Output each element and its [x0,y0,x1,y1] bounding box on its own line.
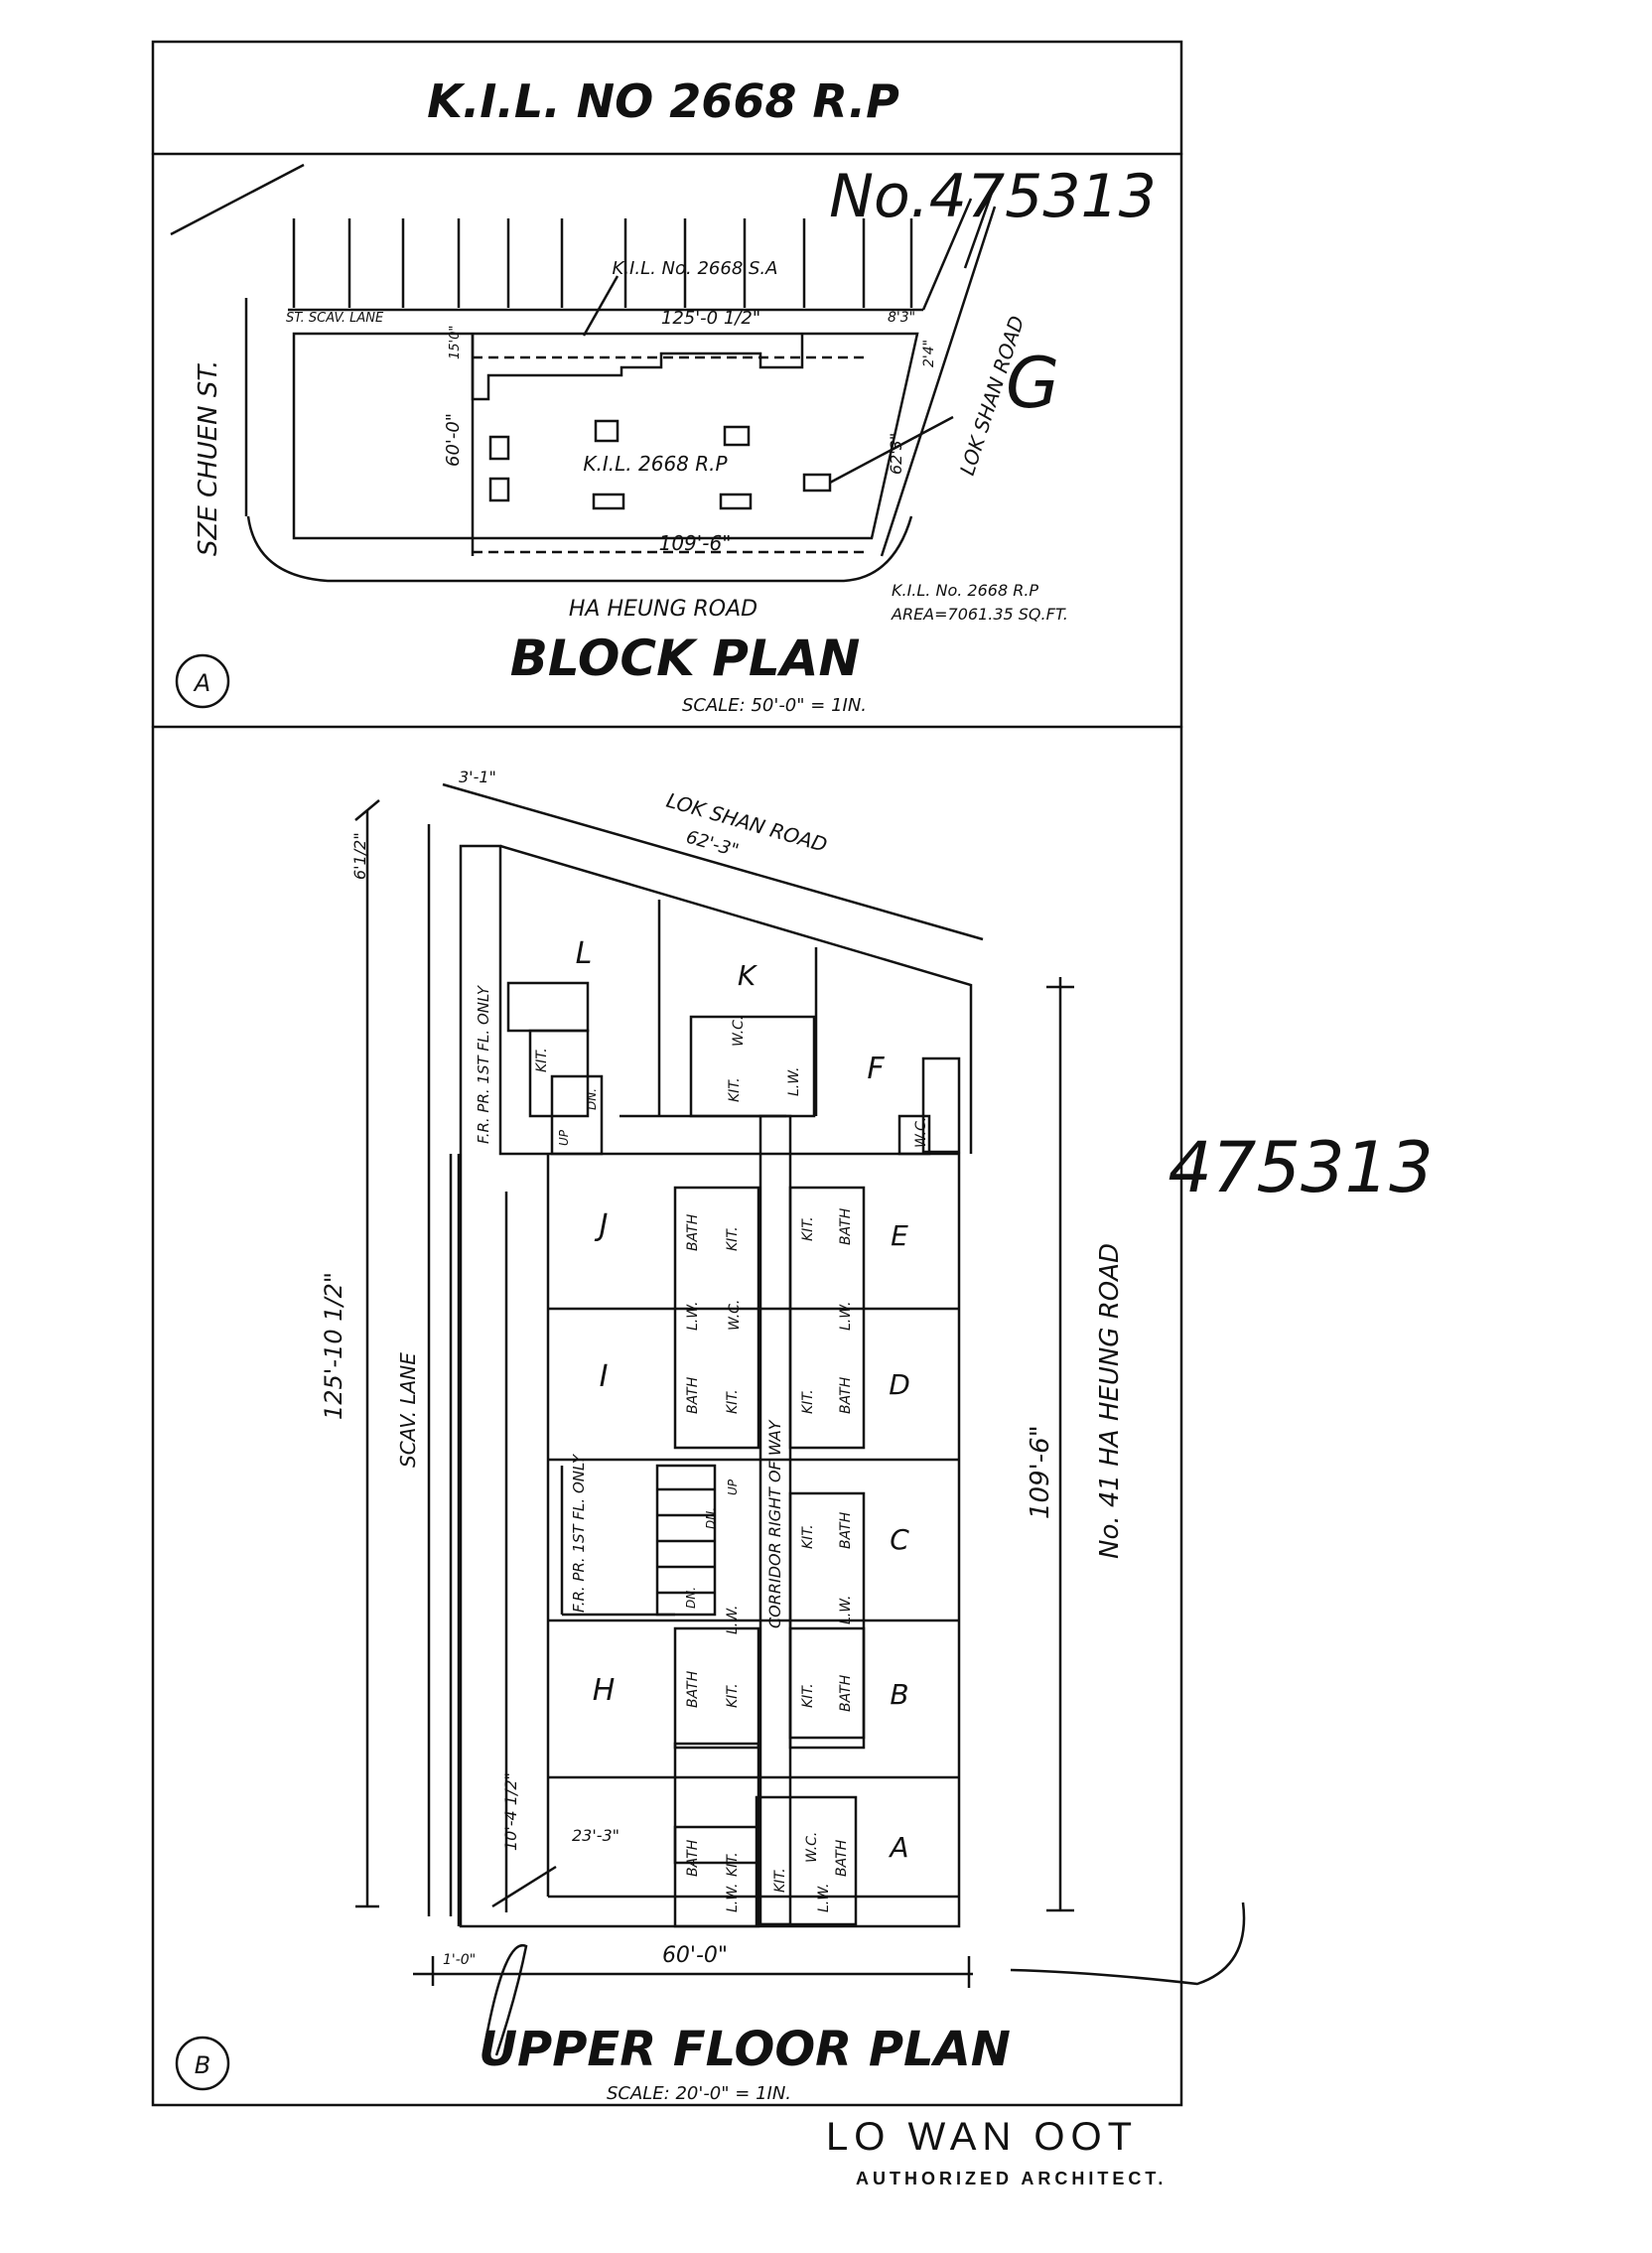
floor-dim-bottom-small: 1'-0" [443,1952,476,1968]
room-bath: BATH [685,1376,701,1414]
room-bath: BATH [838,1674,854,1712]
room-up: UP [726,1479,740,1495]
corridor-label: CORRIDOR RIGHT OF WAY [765,1419,784,1628]
unit-right: F [867,1052,885,1086]
block-scale: SCALE: 50'-0" = 1IN. [682,695,867,716]
floor-title: UPPER FLOOR PLAN [479,2022,1011,2077]
architect-stamp-name: LO WAN OOT [826,2115,1139,2159]
floor-dim-left: 125'-10 1/2" [320,1272,347,1420]
unit-right: K [738,959,758,992]
room-kit: KIT. [800,1216,816,1241]
floor-road-left: SCAV. LANE [396,1352,420,1468]
room-bath: BATH [838,1207,854,1245]
room-up: UP [557,1129,571,1146]
unit-right: E [891,1219,908,1252]
floor-dim-bottom-left: 10'-4 1/2" [501,1772,520,1851]
block-dim-left: 60'-0" [443,413,464,467]
room-bath: BATH [685,1670,701,1708]
room-bath: BATH [685,1213,701,1251]
block-lot-info: K.I.L. No. 2668 R.P [892,581,1038,600]
block-circle-label: A [193,669,210,697]
room-kit: KIT. [772,1868,788,1893]
floor-dim-bottom: 60'-0" [662,1943,728,1968]
block-title: BLOCK PLAN [510,630,861,687]
room-wc: W.C. [804,1832,820,1863]
block-dim-top: 125'-0 1/2" [661,308,760,329]
unit-left: L [576,936,593,971]
ref-number-side: 475313 [1168,1127,1433,1208]
room-kit: KIT. [725,1852,741,1877]
room-dn: DN. [684,1587,698,1609]
unit-right: A [888,1831,908,1864]
room-lw: L.W. [725,1884,741,1912]
room-wc: W.C. [913,1117,929,1148]
room-kit: KIT. [727,1077,743,1102]
room-kit: KIT. [800,1683,816,1708]
block-dim-right-small: 2'4" [921,340,937,367]
room-kit: KIT. [725,1226,741,1251]
room-kit: KIT. [800,1389,816,1414]
room-bath: BATH [834,1839,850,1877]
unit-right: D [889,1368,910,1401]
room-dn: DN. [704,1507,718,1529]
block-road-bottom: HA HEUNG ROAD [569,597,757,622]
block-area: AREA=7061.35 SQ.FT. [891,605,1068,624]
floor-circle [175,2036,230,2091]
block-dim-bottom: 109'-6" [659,531,732,555]
block-lane: ST. SCAV. LANE [286,311,384,326]
floor-plan [354,782,1246,2056]
floor-dim-top-small: 3'-1" [459,768,496,786]
room-kit: KIT. [725,1683,741,1708]
room-kit: KIT. [800,1524,816,1549]
sheet-frame [151,40,1183,2107]
room-lw: L.W. [838,1596,854,1624]
block-plan [170,163,999,583]
unit-right: C [890,1523,909,1556]
floor-road-right: No. 41 HA HEUNG ROAD [1095,1243,1125,1559]
room-lw: L.W. [725,1606,741,1634]
lot-title: K.I.L. NO 2668 R.P [427,74,899,128]
block-dim-top-right: 8'3" [888,310,915,326]
room-wc: W.C. [731,1016,747,1047]
floor-circle-label: B [195,2051,210,2079]
unit-left: H [593,1673,616,1708]
floor-dim-left-top: 6'1/2" [350,832,369,880]
block-dim-right: 62'3" [887,433,905,475]
room-lw: L.W. [838,1302,854,1331]
floor-dim-right: 109'-6" [1026,1425,1055,1519]
ref-number-top: No.475313 [829,162,1157,231]
floor-dim-inner: 23'-3" [572,1826,620,1845]
block-dim-top-left: 15'0" [448,326,463,359]
room-lw: L.W. [786,1067,802,1096]
floor-scale: SCALE: 20'-0" = 1IN. [607,2083,791,2104]
room-fire-top: F.R. PR. 1ST FL. ONLY [475,984,492,1144]
room-fire-mid: F.R. PR. 1ST FL. ONLY [570,1453,588,1613]
block-lot-label: K.I.L. 2668 R.P [583,452,728,476]
room-lw: L.W. [685,1302,701,1331]
room-bath: BATH [685,1839,701,1877]
unit-right: B [890,1678,908,1711]
unit-left: J [595,1208,609,1243]
room-kit: KIT. [534,1048,550,1072]
room-lw: L.W. [816,1884,832,1912]
room-bath: BATH [838,1376,854,1414]
block-circle [175,653,230,709]
architect-stamp-subtitle: AUTHORIZED ARCHITECT. [856,2169,1168,2188]
room-wc: W.C. [727,1300,743,1331]
room-kit: KIT. [725,1389,741,1414]
block-road-left: SZE CHUEN ST. [194,360,223,556]
mark-g: G [1006,343,1059,424]
room-dn: DN. [585,1088,599,1110]
block-neighbour-label: K.I.L. No. 2668 S.A [613,258,778,279]
room-bath: BATH [838,1511,854,1549]
unit-left: I [600,1359,609,1394]
